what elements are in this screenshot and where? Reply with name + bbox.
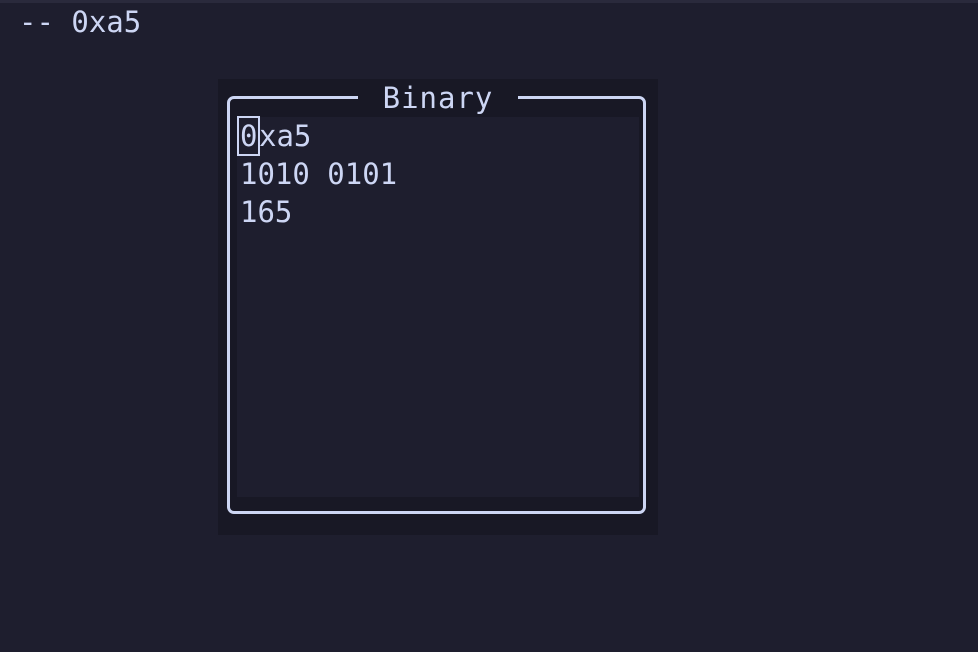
hex-value-rest: xa5 [259, 119, 312, 153]
status-line: -- 0xa5 [19, 5, 142, 39]
panel-title: Binary [358, 79, 518, 117]
decimal-value-line[interactable]: 165 [240, 195, 293, 229]
hex-value-line[interactable]: 0xa5 [237, 116, 312, 156]
text-cursor: 0 [237, 116, 260, 156]
panel-content[interactable]: 0xa5 1010 0101 165 [237, 116, 639, 497]
window-top-edge [0, 0, 978, 3]
binary-value-line[interactable]: 1010 0101 [240, 157, 398, 191]
